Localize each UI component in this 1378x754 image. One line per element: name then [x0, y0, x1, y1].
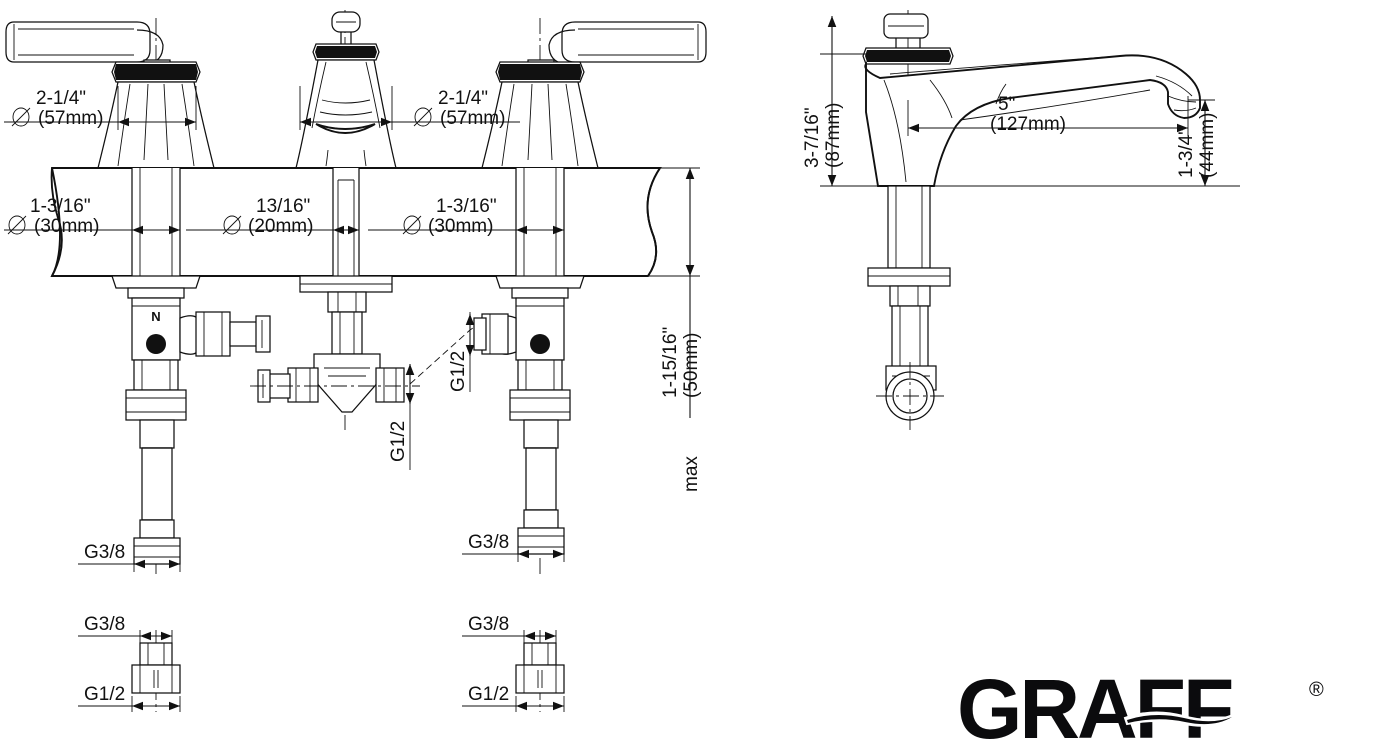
svg-text:G3/8: G3/8 [84, 614, 125, 635]
thread-label-hose-right: G3/8 [462, 532, 565, 562]
dim-escutcheon-left-metric: (57mm) [38, 108, 103, 129]
left-escutcheon [97, 61, 215, 169]
graff-wordmark: GRAFF [957, 668, 1232, 748]
dim-spout-height-metric: (87mm) [823, 103, 844, 168]
side-view-group [862, 10, 1201, 430]
dim-spout-reach-metric: (127mm) [990, 114, 1066, 135]
dim-spout-reach: 5" (127mm) [907, 94, 1189, 136]
diameter-symbol-icon [402, 215, 422, 235]
svg-text:G1/2: G1/2 [388, 421, 409, 462]
dim-hole-right: 1-3/16" (30mm) [368, 196, 564, 237]
dim-hole-left-imperial: 1-3/16" [30, 196, 91, 217]
svg-text:G3/8: G3/8 [468, 532, 509, 553]
dim-hole-left-metric: (30mm) [34, 216, 99, 237]
thread-label-tee-outlet: G1/2 [388, 325, 477, 470]
graff-logo: GRAFF ® [957, 668, 1357, 748]
dim-escutcheon-right-imperial: 2-1/4" [438, 88, 488, 109]
dim-hole-right-metric: (30mm) [428, 216, 493, 237]
dim-spout-outlet-height: 1-3/4" (44mm) [1176, 99, 1218, 186]
diameter-symbol-icon [7, 215, 27, 235]
svg-text:G3/8: G3/8 [84, 542, 125, 563]
dim-hole-center-metric: (20mm) [248, 216, 313, 237]
svg-text:G1/2: G1/2 [448, 351, 469, 392]
dim-hole-left: 1-3/16" (30mm) [4, 196, 180, 237]
svg-text:G1/2: G1/2 [468, 684, 509, 705]
dim-outlet-metric: (44mm) [1197, 113, 1218, 178]
thread-label-valve-right-outlet: G1/2 [448, 312, 475, 392]
thread-label-hose-left: G3/8 [78, 542, 181, 572]
dim-hole-center-imperial: 13/16" [256, 196, 310, 217]
diameter-symbol-icon [222, 215, 242, 235]
right-valve-assembly [473, 275, 585, 555]
center-tee-assembly [250, 275, 420, 413]
dim-deck-imperial: 1-15/16" [660, 327, 681, 398]
svg-text:G3/8: G3/8 [468, 614, 509, 635]
dim-escutcheon-right: 2-1/4" (57mm) [299, 86, 520, 130]
graff-logo-svg: GRAFF ® [957, 668, 1324, 748]
dim-hole-center: 13/16" (20mm) [186, 196, 359, 237]
svg-text:G1/2: G1/2 [84, 684, 125, 705]
dim-escutcheon-right-metric: (57mm) [440, 108, 505, 129]
center-spout-front [295, 11, 397, 169]
dim-outlet-imperial: 1-3/4" [1176, 128, 1197, 178]
adapter-detail-left: G3/8 G1/2 [78, 614, 181, 712]
adapter-detail-right: G3/8 G1/2 [462, 614, 565, 712]
diameter-symbol-icon [413, 107, 433, 127]
graff-wave-stroke [1127, 714, 1232, 725]
dim-escutcheon-left: 2-1/4" (57mm) [4, 86, 197, 130]
dim-escutcheon-left-imperial: 2-1/4" [36, 88, 86, 109]
dim-spout-height: 3-7/16" (87mm) [802, 16, 1240, 187]
graff-registered-mark: ® [1309, 679, 1324, 701]
valve-marking-n: N [151, 309, 160, 324]
diameter-symbol-icon [11, 107, 31, 127]
dim-deck-thickness: 1-15/16" (50mm) max [648, 167, 702, 492]
left-valve-assembly: N [111, 275, 271, 565]
dim-deck-note: max [681, 456, 702, 492]
dim-hole-right-imperial: 1-3/16" [436, 196, 497, 217]
right-escutcheon [481, 61, 599, 169]
countertop-section [50, 167, 662, 277]
dim-deck-metric: (50mm) [681, 333, 702, 398]
dim-spout-height-imperial: 3-7/16" [802, 107, 823, 168]
dim-spout-reach-imperial: 5" [998, 94, 1015, 115]
